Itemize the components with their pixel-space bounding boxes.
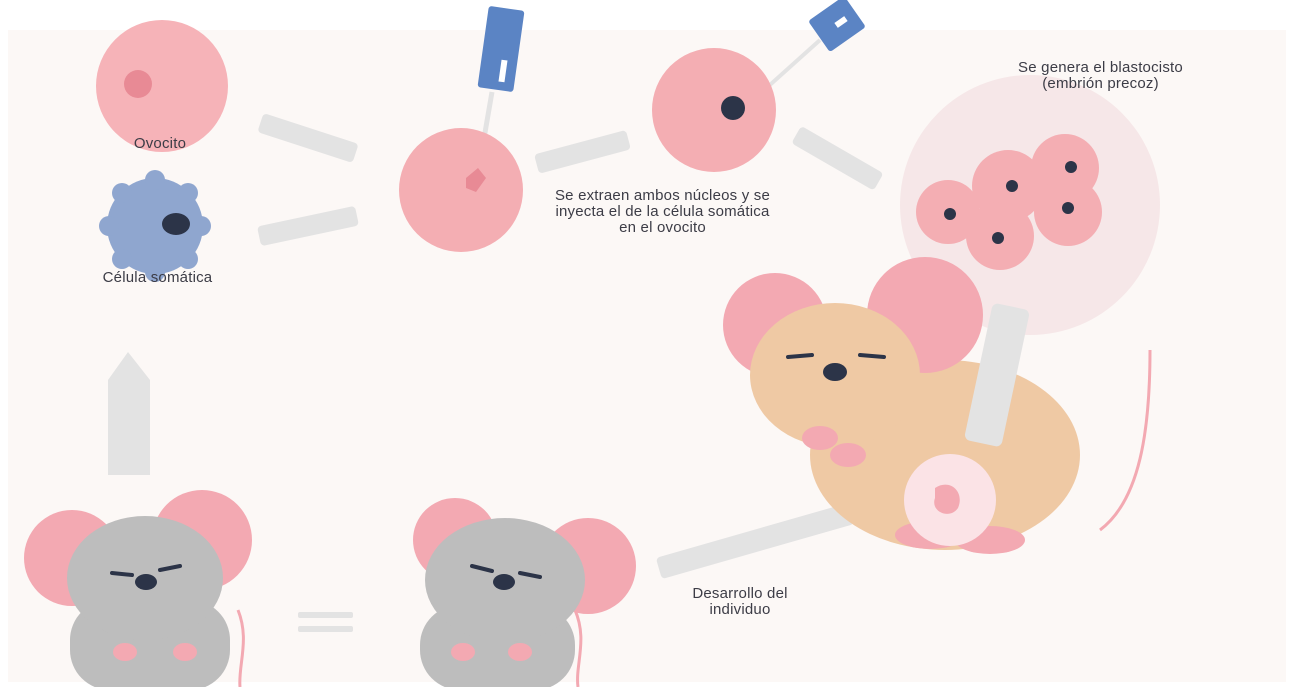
enucleated-egg-icon	[399, 128, 523, 252]
oocyte-cell-icon	[96, 20, 228, 152]
blastocyst-label: Se genera el blastocisto (embrión precoz…	[1003, 60, 1198, 92]
extraction-label: Se extraen ambos núcleos y se inyecta el…	[545, 188, 780, 236]
oocyte-label: Ovocito	[100, 136, 220, 152]
injected-egg-icon	[652, 48, 776, 172]
development-label: Desarrollo del individuo	[665, 586, 815, 618]
somatic-cell-icon	[99, 170, 211, 282]
somatic-cell-label: Célula somática	[100, 270, 215, 286]
